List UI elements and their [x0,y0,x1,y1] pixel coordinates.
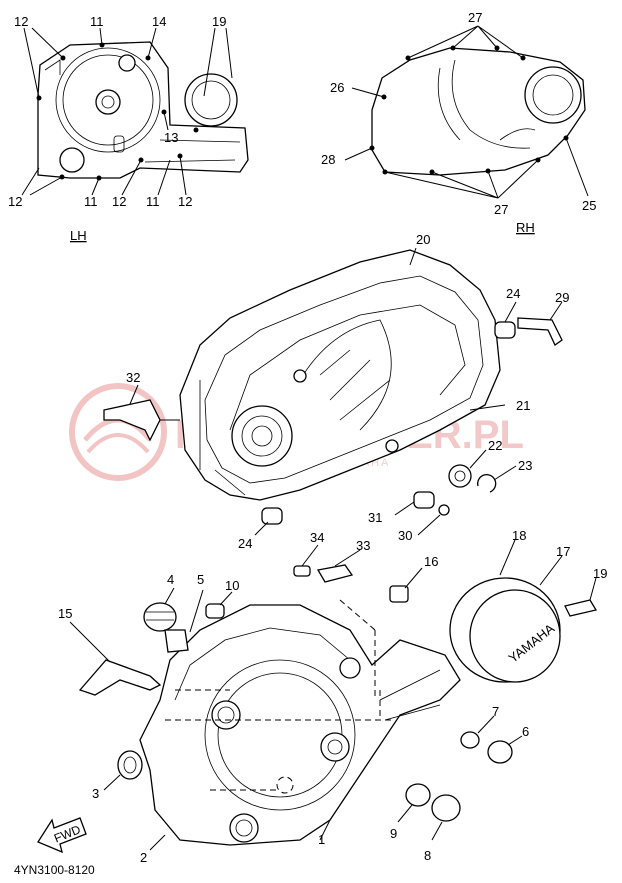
callout-30: 30 [398,528,412,543]
callout-10: 10 [225,578,239,593]
callout-24: 24 [238,536,252,551]
view-label-rh: RH [516,220,535,235]
callout-22: 22 [488,438,502,453]
callout-24: 24 [506,286,520,301]
callout-12: 12 [8,194,22,209]
callout-27: 27 [494,202,508,217]
callout-8: 8 [424,848,431,863]
callout-9: 9 [390,826,397,841]
callout-19: 19 [593,566,607,581]
forward-arrow-icon: FWD [37,817,87,854]
callout-15: 15 [58,606,72,621]
callout-12: 12 [14,14,28,29]
lh-cover-drawing: 12 11 14 19 13 12 11 12 11 12 LH [8,14,249,243]
crankcase-cover-drawing: 1 2 3 4 5 10 15 34 33 16 [14,528,607,877]
callout-11: 11 [146,194,160,209]
callout-26: 26 [330,80,344,95]
callout-25: 25 [582,198,596,213]
callout-28: 28 [321,152,335,167]
crankcase-drawing: 20 21 24 29 22 23 31 30 24 32 [103,232,569,551]
callout-20: 20 [416,232,430,247]
callout-34: 34 [310,530,324,545]
callout-1: 1 [318,832,325,847]
callout-6: 6 [522,724,529,739]
callout-16: 16 [424,554,438,569]
callout-33: 33 [356,538,370,553]
rh-cover-drawing: 27 26 28 27 25 RH [321,10,596,235]
callout-21: 21 [516,398,530,413]
callout-32: 32 [126,370,140,385]
callout-3: 3 [92,786,99,801]
callout-7: 7 [492,704,499,719]
callout-11: 11 [90,14,104,29]
callout-31: 31 [368,510,382,525]
view-label-lh: LH [70,228,87,243]
callout-29: 29 [555,290,569,305]
callout-14: 14 [152,14,166,29]
diagram-code: 4YN3100-8120 [14,863,95,877]
callout-12: 12 [178,194,192,209]
callout-5: 5 [197,572,204,587]
callout-12: 12 [112,194,126,209]
callout-19: 19 [212,14,226,29]
callout-23: 23 [518,458,532,473]
callout-4: 4 [167,572,174,587]
callout-2: 2 [140,850,147,865]
callout-27: 27 [468,10,482,25]
callout-13: 13 [164,130,178,145]
callout-18: 18 [512,528,526,543]
callout-11: 11 [84,194,98,209]
callout-17: 17 [556,544,570,559]
fwd-label: FWD [52,822,83,845]
